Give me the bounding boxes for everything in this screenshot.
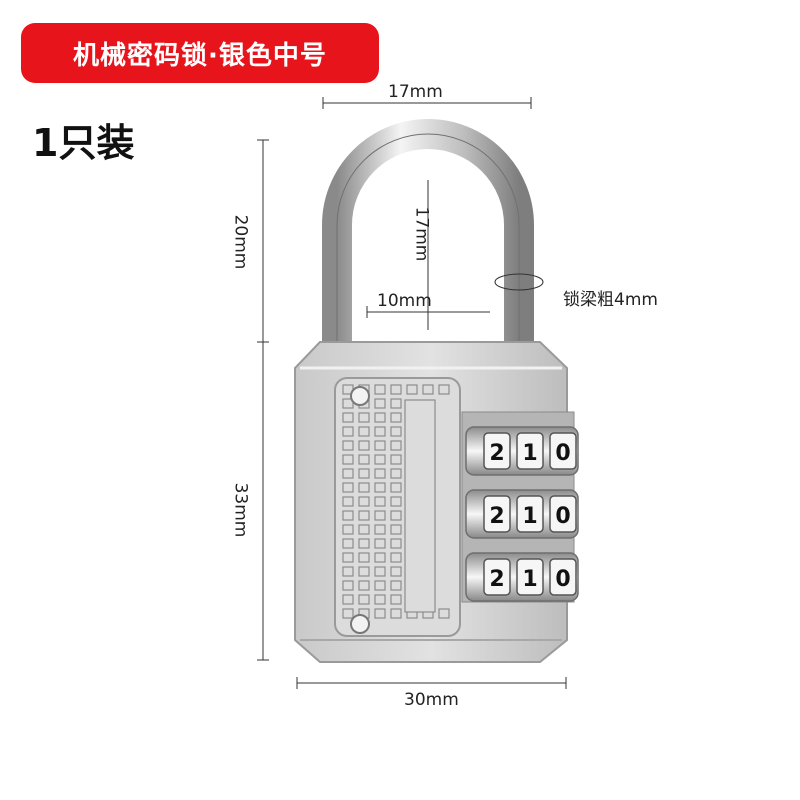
dial-digit: 0 [555, 504, 570, 529]
rivet-top [350, 386, 370, 406]
dial-digit: 1 [522, 441, 537, 466]
shackle-thickness-label: 锁梁粗4mm [563, 290, 658, 310]
shackle-width-dimension: 17mm [388, 82, 443, 102]
dial-digit: 2 [489, 567, 504, 592]
shackle-thickness-marker [494, 273, 544, 291]
dial-digit: 2 [489, 504, 504, 529]
package-count-label: 1只装 [32, 121, 135, 165]
plate-grid-pattern [342, 384, 450, 619]
rivet-bottom [350, 614, 370, 634]
product-title-banner: 机械密码锁·银色中号 [21, 23, 379, 83]
body-width-dimension: 30mm [404, 690, 459, 710]
dial-digit: 1 [522, 567, 537, 592]
dial-digit: 0 [555, 567, 570, 592]
dial-digit: 2 [489, 441, 504, 466]
product-title: 机械密码锁·银色中号 [73, 40, 327, 71]
body-height-dimension: 33mm [230, 482, 251, 538]
inner-height-dimension: 17mm [411, 206, 432, 262]
shackle-height-dimension: 20mm [230, 214, 251, 270]
inner-width-dimension: 10mm [377, 291, 432, 311]
front-plate [334, 377, 461, 637]
dial-digit: 1 [522, 504, 537, 529]
dial-digit: 0 [555, 441, 570, 466]
